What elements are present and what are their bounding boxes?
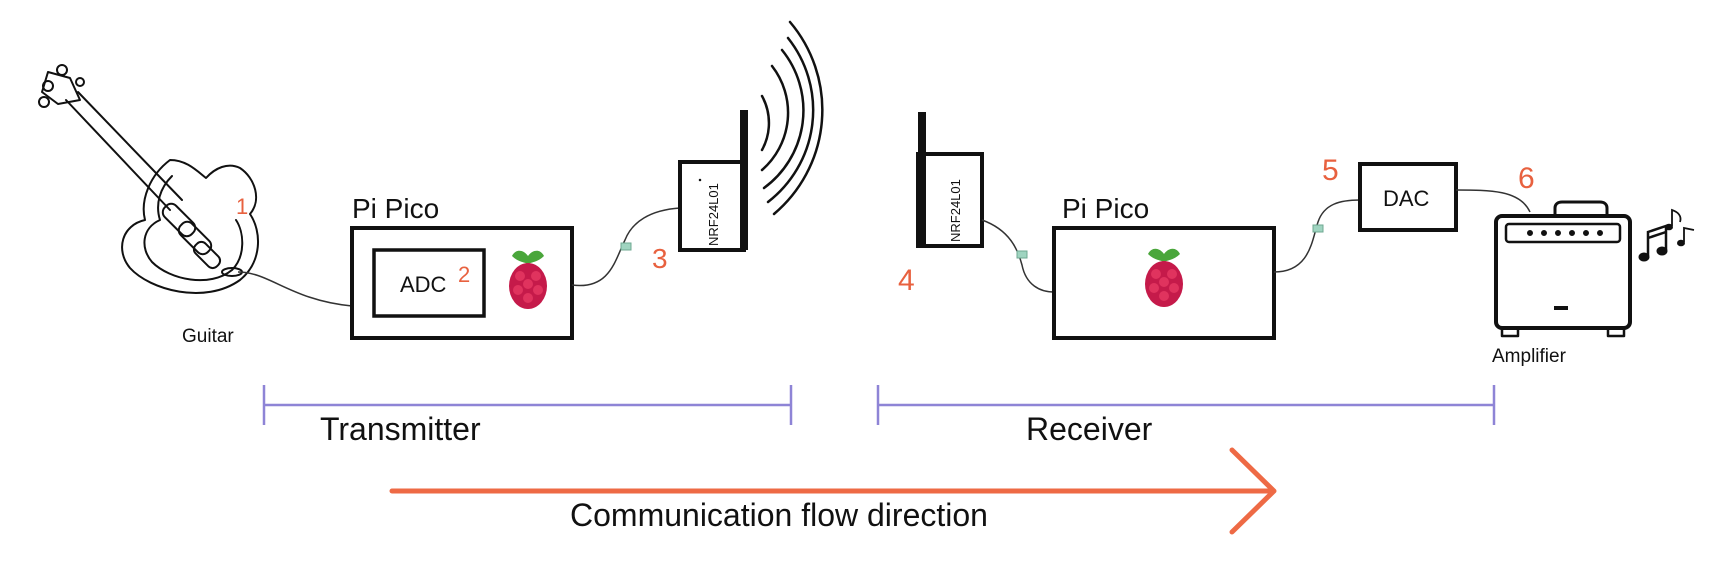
cable-pico-to-nrf-tx — [571, 207, 681, 287]
transmitter-bracket — [262, 385, 793, 425]
dac-label: DAC — [1383, 186, 1430, 211]
step-number-5: 5 — [1322, 154, 1339, 187]
cable-dac-to-amp — [1455, 189, 1531, 213]
cable-pico-to-dac — [1273, 199, 1361, 273]
amplifier-label: Amplifier — [1492, 346, 1567, 367]
nrf-tx-label: NRF24L01 — [706, 183, 721, 246]
receiver-bracket — [876, 385, 1496, 425]
connector-tx — [620, 242, 632, 251]
step-number-6: 6 — [1518, 162, 1535, 195]
nrf-tx-module: NRF24L01 — [678, 110, 748, 252]
guitar-label: Guitar — [182, 326, 234, 347]
wireless-signal-icon — [698, 20, 824, 216]
nrf-rx-label: NRF24L01 — [948, 179, 963, 242]
transmitter-label: Transmitter — [320, 411, 481, 447]
flow-arrow — [389, 447, 1277, 535]
step-number-3: 3 — [652, 243, 668, 274]
nrf-rx-module: NRF24L01 — [916, 112, 984, 248]
guitar-icon — [38, 64, 260, 294]
raspberry-pi-icon-rx — [1145, 248, 1183, 307]
connector-rx — [1016, 250, 1028, 259]
raspberry-pi-icon — [509, 250, 547, 309]
step-number-2: 2 — [458, 262, 470, 287]
step-number-4: 4 — [898, 264, 915, 297]
cable-guitar-to-pico — [237, 271, 353, 307]
rx-pico-label: Pi Pico — [1062, 193, 1149, 224]
music-note-icon — [1638, 208, 1695, 262]
amplifier-icon — [1494, 200, 1632, 338]
tx-pico-label: Pi Pico — [352, 193, 439, 224]
receiver-label: Receiver — [1026, 411, 1153, 447]
step-number-1: 1 — [236, 194, 248, 219]
dac-box — [1358, 162, 1458, 232]
connector-dac — [1312, 224, 1324, 233]
flow-label: Communication flow direction — [570, 497, 988, 533]
adc-label: ADC — [400, 272, 447, 297]
adc-box — [372, 248, 486, 318]
cable-nrf-to-pico-rx — [981, 219, 1055, 293]
